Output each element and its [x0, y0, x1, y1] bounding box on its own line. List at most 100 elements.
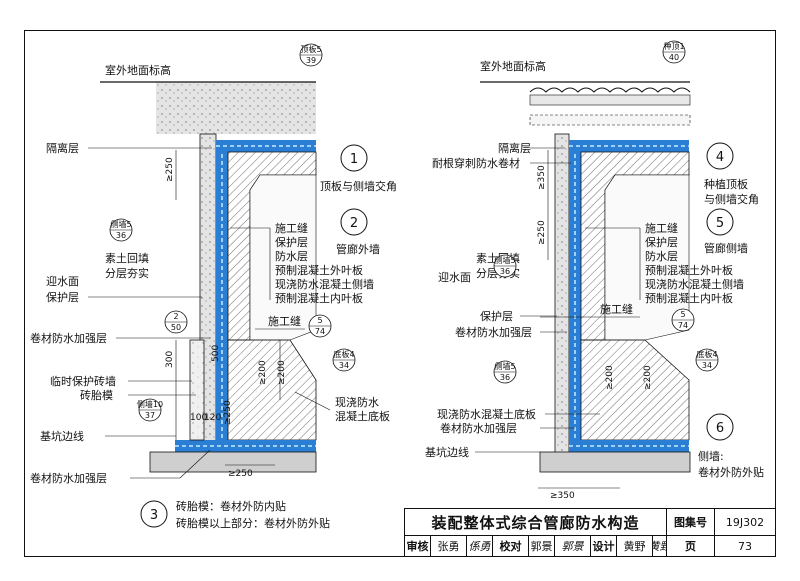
left-dim-250c: ≥250 — [228, 469, 253, 479]
right-planting-waves — [529, 87, 691, 93]
right-ref-base: 底板4 34 — [695, 348, 719, 372]
callout-6-line2: 卷材外防外贴 — [698, 465, 764, 479]
right-detail: 室外地面标高 隔离层 耐根穿刺防水卷材 素土回填 分层夯实 迎水面 保护层 卷材… — [425, 40, 764, 501]
right-ref-base-bottom: 34 — [702, 361, 712, 370]
left-dim-200a: ≥200 — [258, 360, 268, 385]
right-cushion — [539, 451, 691, 473]
right-layer-4: 现浇防水混凝土侧墙 — [645, 277, 744, 291]
callout-1-text: 顶板与侧墙交角 — [320, 179, 397, 193]
callout-6-line1: 侧墙: — [698, 449, 724, 463]
left-ref-side-top: 侧墙5 — [110, 219, 131, 229]
right-ref-5-74-top: 5 — [680, 310, 685, 319]
left-brick-form-label: 砖胎模 — [80, 388, 113, 402]
left-ref-base: 底板4 34 — [332, 348, 356, 372]
left-temp-wall-label: 临时保护砖墙 — [50, 374, 116, 388]
review-label: 审核 — [405, 536, 431, 556]
left-dim-120: 120 — [204, 413, 221, 423]
right-base-slab — [580, 339, 690, 441]
left-pit-line-label: 基坑边线 — [40, 429, 84, 443]
left-water-face-label: 迎水面 — [46, 275, 79, 288]
callout-2-circle — [340, 208, 368, 236]
check-label: 校对 — [493, 536, 529, 556]
left-slab-label-1: 现浇防水 — [335, 395, 379, 409]
right-layer-5: 预制混凝土内叶板 — [645, 291, 733, 305]
right-water-face-label: 迎水面 — [438, 271, 471, 284]
callout-5-text: 管廊侧墙 — [704, 241, 748, 255]
left-ref-base-top: 底板4 — [333, 349, 354, 359]
left-dim-300: 300 — [165, 351, 175, 368]
left-layer-3: 预制混凝土外叶板 — [275, 263, 363, 277]
callout-3-num: 3 — [150, 508, 158, 523]
right-dim-350a: ≥350 — [537, 165, 547, 190]
left-ref-2-50: 2 50 — [164, 310, 188, 334]
callout-4-line2: 与侧墙交角 — [704, 192, 759, 206]
left-ref-side-bottom: 36 — [116, 231, 126, 240]
left-ref-side10-top: 侧墙10 — [137, 399, 163, 409]
left-ref-side: 侧墙5 36 — [109, 218, 133, 242]
callout-4-circle — [706, 142, 734, 170]
callout-6-num: 6 — [716, 421, 724, 436]
drawing-frame — [24, 30, 776, 557]
callout-2-num: 2 — [350, 216, 358, 231]
left-dim-200b: ≥200 — [277, 360, 287, 385]
left-dim-250a: ≥250 — [165, 157, 175, 182]
right-slab-label: 现浇防水混凝土底板 — [437, 407, 536, 421]
left-dim-500: 500 — [211, 345, 221, 362]
left-base-slab — [227, 339, 317, 441]
right-protect-label: 保护层 — [480, 309, 513, 323]
callout-5-num: 5 — [716, 216, 724, 231]
atlas-label: 图集号 — [667, 509, 715, 536]
right-ref-plant: 种顶1 40 — [662, 40, 686, 64]
callout-6-circle — [706, 413, 734, 441]
right-ref-side-a: 侧墙5 36 — [493, 254, 517, 278]
left-ref-2-50-top: 2 — [173, 312, 178, 321]
left-ref-roof: 顶板5 39 — [299, 43, 323, 67]
right-isolation-label: 隔离层 — [498, 141, 531, 155]
designer-signature: 黄野 — [653, 536, 667, 556]
right-root-label: 耐根穿刺防水卷材 — [432, 156, 520, 170]
reviewer-signature: 係勇 — [467, 536, 493, 556]
right-dim-200b: ≥200 — [643, 365, 653, 390]
callout-5-circle — [706, 208, 734, 236]
right-layer-3: 预制混凝土外叶板 — [645, 263, 733, 277]
left-ref-roof-bottom: 39 — [306, 56, 316, 65]
left-isolation-label: 隔离层 — [46, 141, 79, 155]
left-leader-bottom-diag — [179, 449, 211, 479]
left-ref-5-74-top: 5 — [317, 316, 322, 325]
right-ground-label: 室外地面标高 — [480, 59, 546, 73]
left-dim-100: 100 — [190, 413, 207, 423]
left-dim-250b: ≥250 — [223, 400, 233, 425]
left-slab-label-2: 混凝土底板 — [335, 409, 390, 423]
left-ref-roof-top: 顶板5 — [300, 44, 321, 54]
right-bottom-reinforce-label: 卷材防水加强层 — [440, 421, 517, 435]
right-protect-wall — [554, 133, 570, 455]
left-layer-4: 现浇防水混凝土侧墙 — [275, 277, 374, 291]
right-dim-200a: ≥200 — [605, 365, 615, 390]
right-drain-layer — [529, 114, 691, 126]
left-ref-5-74-bottom: 74 — [315, 327, 325, 336]
right-ref-side-b-top: 侧墙5 — [494, 361, 515, 371]
left-reinforce-label: 卷材防水加强层 — [30, 331, 107, 345]
callout-3-line1: 砖胎模：卷材外防内贴 — [176, 499, 286, 513]
right-ref-side-b-bottom: 36 — [500, 373, 510, 382]
checker-name: 郭景 — [529, 536, 555, 556]
reviewer-name: 张勇 — [431, 536, 467, 556]
right-ref-side-a-bottom: 36 — [500, 267, 510, 276]
page-number: 73 — [738, 539, 752, 553]
right-layer-0: 施工缝 — [645, 221, 678, 235]
left-ref-2-50-bottom: 50 — [171, 323, 181, 332]
left-ref-side10: 侧墙10 37 — [137, 398, 163, 422]
left-ref-side10-bottom: 37 — [145, 411, 155, 420]
title-block: 装配整体式综合管廊防水构造 图集号 19J302 审核 张勇 係勇 校对 郭景 … — [404, 508, 776, 557]
atlas-number: 19J302 — [715, 509, 775, 536]
left-layer-0: 施工缝 — [275, 221, 308, 235]
page-label: 页 — [667, 536, 715, 556]
callout-1-num: 1 — [350, 152, 358, 167]
designer-name: 黄野 — [617, 536, 653, 556]
right-ref-plant-bottom: 40 — [669, 53, 679, 62]
left-ground-fill — [156, 82, 316, 134]
left-ref-base-bottom: 34 — [339, 361, 349, 370]
left-backfill-label-1: 素土回填 — [105, 251, 149, 265]
callout-3-line2: 砖胎模以上部分：卷材外防外贴 — [176, 516, 330, 530]
callout-4-line1: 种植顶板 — [704, 177, 748, 191]
